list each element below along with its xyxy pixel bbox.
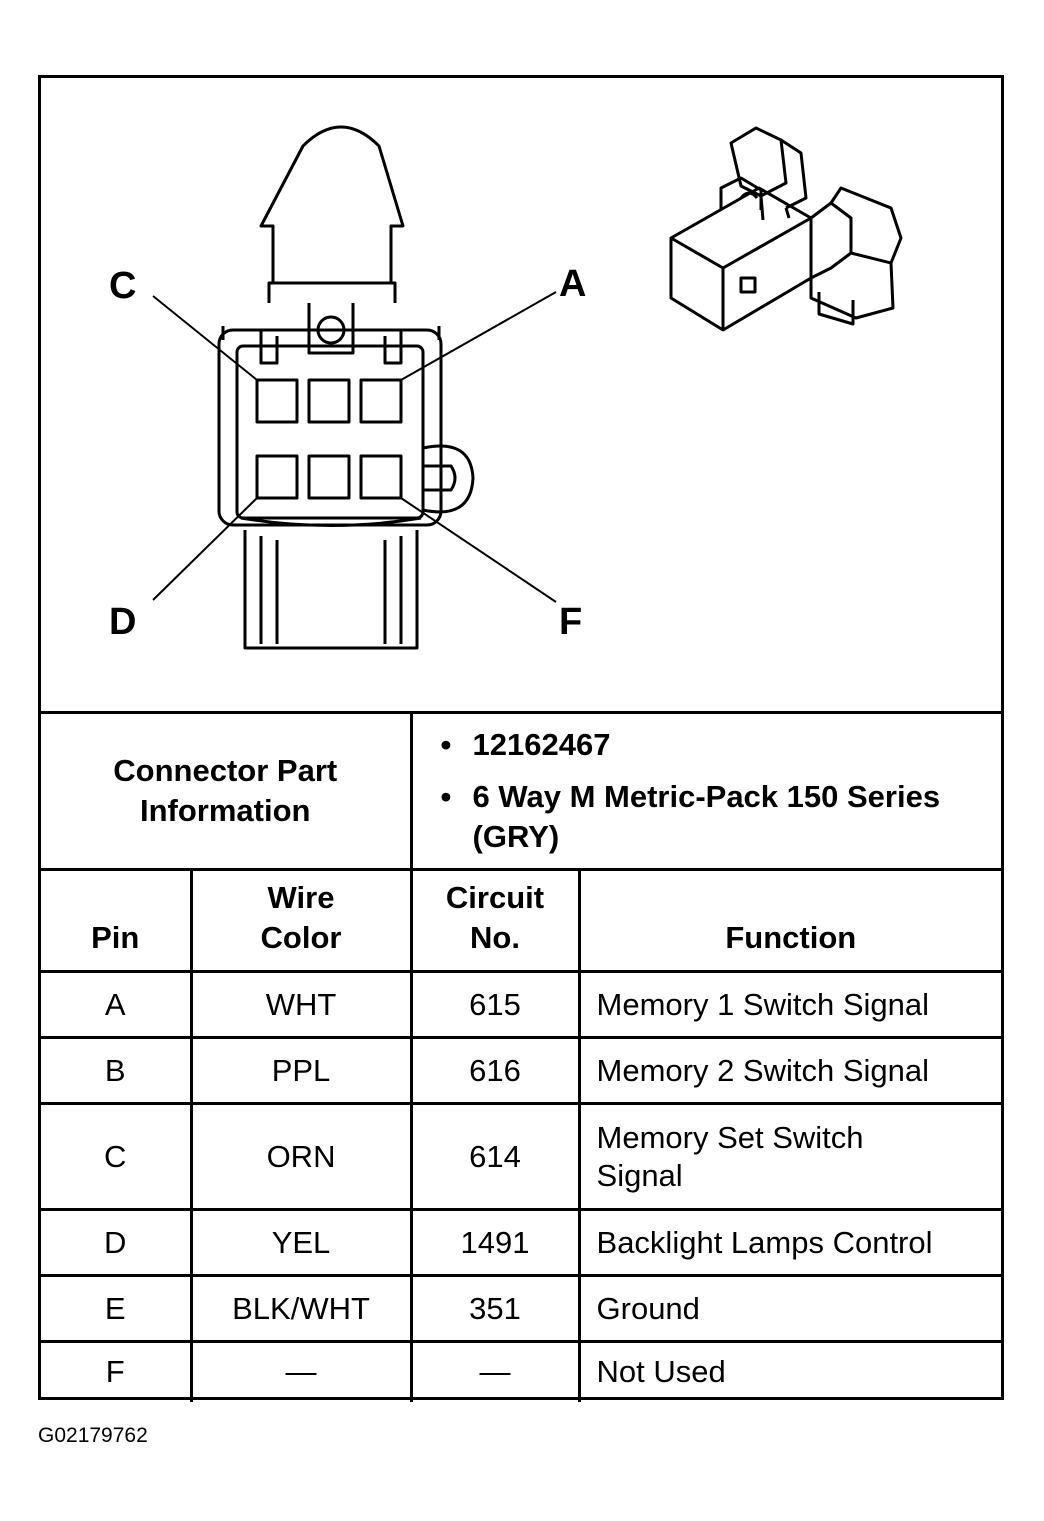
leader-line-f <box>400 497 557 603</box>
function-cell: Memory 1 Switch Signal <box>577 970 1002 1039</box>
cavity-e <box>307 454 351 500</box>
table-row: C ORN 614 Memory Set Switch Signal <box>41 1102 1002 1211</box>
wire-color-cell: ORN <box>189 1102 413 1211</box>
connector-iso-view <box>669 126 903 332</box>
cavity-a <box>359 378 403 424</box>
header-pin: Pin <box>41 868 193 973</box>
pin-label-d: D <box>109 601 136 643</box>
table-row: D YEL 1491 Backlight Lamps Control <box>41 1208 1002 1277</box>
figure-id: G02179762 <box>38 1424 148 1447</box>
table-row: B PPL 616 Memory 2 Switch Signal <box>41 1036 1002 1105</box>
leader-line-d <box>152 497 258 601</box>
circuit-no-cell: — <box>409 1340 581 1402</box>
leader-line-a <box>400 291 557 381</box>
pin-cell: F <box>41 1340 193 1402</box>
connector-description: •6 Way M Metric-Pack 150 Series (GRY) <box>440 779 941 854</box>
connector-info-label: Connector Part Information <box>41 711 413 871</box>
function-cell: Ground <box>577 1274 1002 1343</box>
diagram-frame: C A D F Connector Part In <box>38 75 1004 1402</box>
pin-label-f: F <box>559 601 582 643</box>
cavity-f <box>359 454 403 500</box>
connector-part-number: •12162467 <box>440 727 611 762</box>
wire-color-cell: WHT <box>189 970 413 1039</box>
pin-label-a: A <box>559 263 586 305</box>
cavity-b <box>307 378 351 424</box>
pin-cell: C <box>41 1102 193 1211</box>
leader-line-c <box>152 295 258 381</box>
wire-color-cell: BLK/WHT <box>189 1274 413 1343</box>
connector-body-inner <box>235 344 425 520</box>
connector-body-outer <box>217 328 443 527</box>
lower-skirt <box>240 516 422 527</box>
connector-info-row: Connector Part Information •12162467 •6 … <box>41 711 1002 871</box>
pin-cell: E <box>41 1274 193 1343</box>
header-wire-color: Wire Color <box>189 868 413 973</box>
function-cell: Memory 2 Switch Signal <box>577 1036 1002 1105</box>
table-row: A WHT 615 Memory 1 Switch Signal <box>41 970 1002 1039</box>
connector-table: Connector Part Information •12162467 •6 … <box>41 711 1002 1402</box>
locking-tab <box>259 125 405 285</box>
pin-cell: D <box>41 1208 193 1277</box>
function-cell: Not Used <box>577 1340 1002 1402</box>
function-cell: Memory Set Switch Signal <box>577 1102 1002 1211</box>
header-circuit-no: Circuit No. <box>409 868 581 973</box>
side-lug <box>422 444 475 514</box>
wire-color-cell: — <box>189 1340 413 1402</box>
function-cell: Backlight Lamps Control <box>577 1208 1002 1277</box>
circuit-no-cell: 616 <box>409 1036 581 1105</box>
circuit-no-cell: 614 <box>409 1102 581 1211</box>
cavity-d <box>255 454 299 500</box>
wire-color-cell: YEL <box>189 1208 413 1277</box>
circuit-no-cell: 351 <box>409 1274 581 1343</box>
header-function: Function <box>577 868 1002 973</box>
circuit-no-cell: 1491 <box>409 1208 581 1277</box>
cavity-c <box>255 378 299 424</box>
circuit-no-cell: 615 <box>409 970 581 1039</box>
wire-color-cell: PPL <box>189 1036 413 1105</box>
tab-collar <box>267 281 397 303</box>
connector-drawing: C A D F <box>109 125 903 650</box>
pin-label-c: C <box>109 265 136 307</box>
table-row: F — — Not Used <box>41 1340 1002 1402</box>
pin-cell: A <box>41 970 193 1039</box>
pin-cell: B <box>41 1036 193 1105</box>
connector-info-list: •12162467 •6 Way M Metric-Pack 150 Serie… <box>409 711 1002 871</box>
table-row: E BLK/WHT 351 Ground <box>41 1274 1002 1343</box>
header-row: Pin Wire Color Circuit No. Function <box>41 868 1002 973</box>
